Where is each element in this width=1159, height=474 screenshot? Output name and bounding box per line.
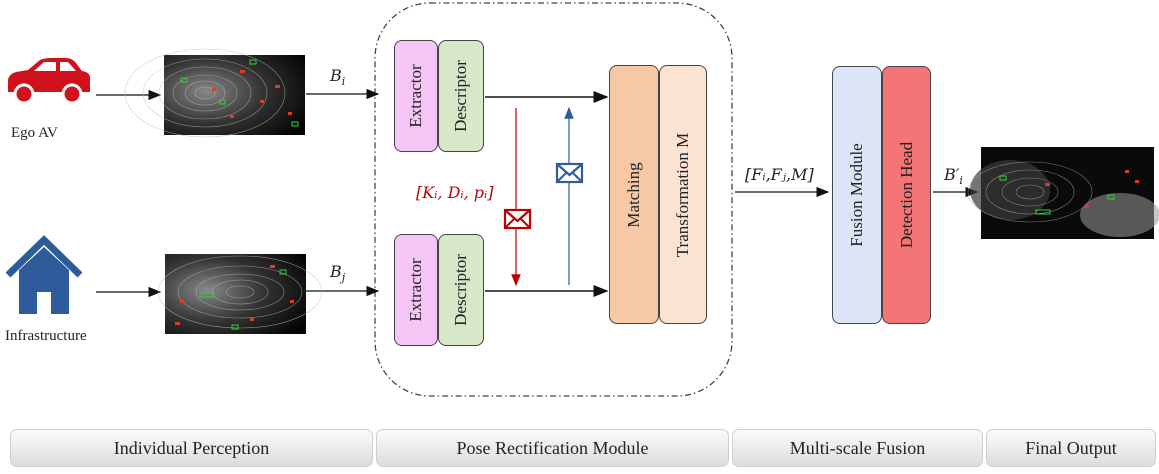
stage-multiscale-fusion: Multi-scale Fusion — [732, 429, 983, 467]
ego-av-label: Ego AV — [11, 125, 58, 141]
extractor-block-top: Extractor — [394, 40, 438, 152]
bi-label: Bi — [330, 66, 346, 89]
stage-final-output: Final Output — [986, 429, 1156, 467]
bj-label: Bj — [330, 262, 346, 285]
extractor-block-bottom: Extractor — [394, 234, 438, 346]
extractor-label: Extractor — [406, 64, 425, 128]
transformation-block: Transformation M — [659, 65, 707, 324]
stage-individual-perception: Individual Perception — [10, 429, 373, 467]
descriptor-label: Descriptor — [451, 254, 470, 326]
ego-lidar-image — [124, 48, 305, 138]
infrastructure-label: Infrastructure — [5, 328, 87, 344]
blue-envelope-icon — [555, 162, 584, 184]
fusion-module-label: Fusion Module — [847, 143, 866, 247]
transformation-label: Transformation M — [673, 132, 692, 257]
detection-head-block: Detection Head — [882, 66, 931, 324]
descriptor-block-top: Descriptor — [438, 40, 484, 152]
descriptor-block-bottom: Descriptor — [438, 234, 484, 346]
car-icon — [8, 58, 90, 105]
bi-prime-label: B′i — [944, 165, 963, 188]
detection-head-label: Detection Head — [896, 141, 916, 249]
matching-label: Matching — [624, 161, 643, 228]
extractor-label: Extractor — [406, 258, 425, 322]
fusion-module-block: Fusion Module — [832, 66, 882, 324]
fusion-input-label: [Fᵢ,Fⱼ,M] — [745, 165, 814, 184]
infra-lidar-image — [157, 254, 323, 334]
pose-rectification-container — [374, 2, 733, 397]
keypoint-descriptor-label: [Kᵢ, Dᵢ, pᵢ] — [416, 183, 494, 202]
house-icon — [5, 235, 83, 314]
matching-block: Matching — [609, 65, 659, 324]
stage-pose-rectification: Pose Rectification Module — [376, 429, 729, 467]
output-lidar-image — [967, 147, 1159, 239]
descriptor-label: Descriptor — [451, 60, 470, 132]
red-envelope-icon — [503, 208, 532, 230]
